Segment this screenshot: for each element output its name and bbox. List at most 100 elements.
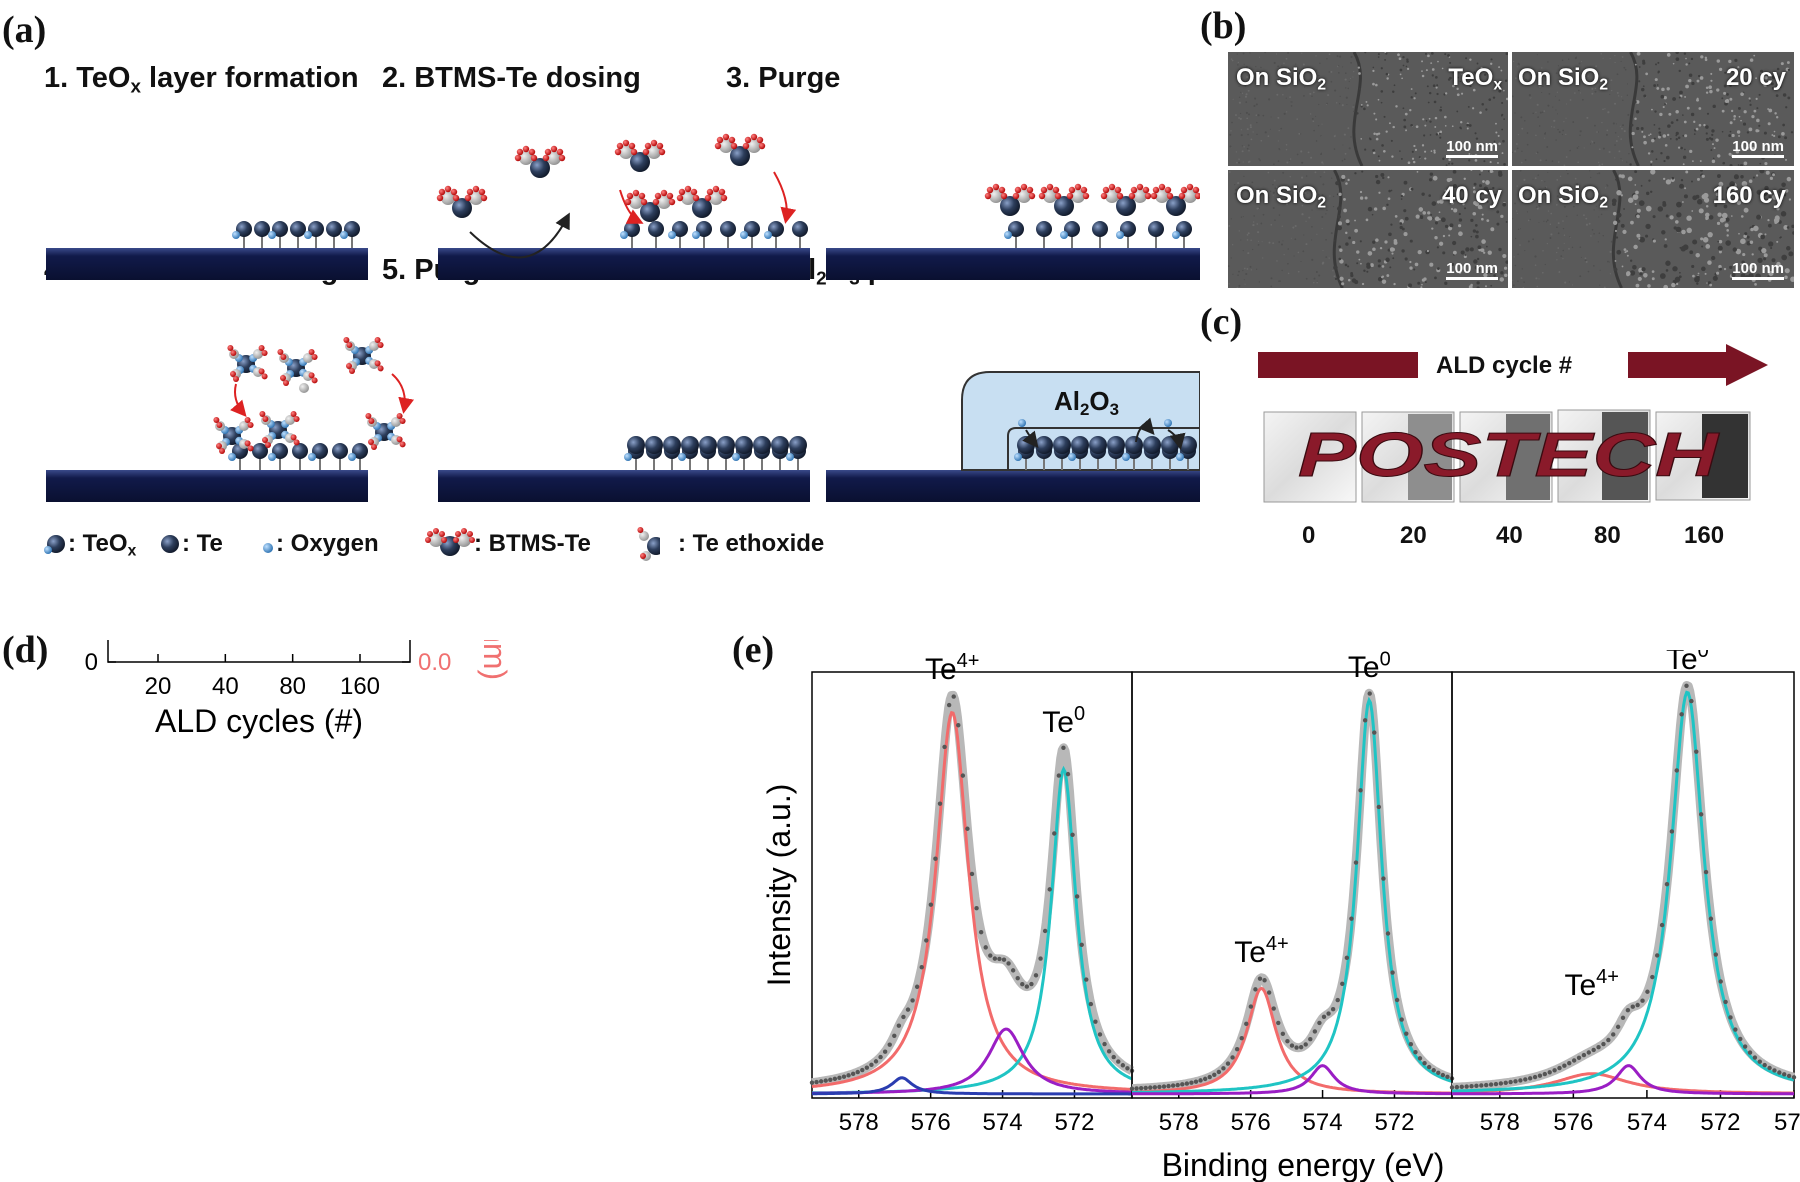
xps-data-point <box>1020 982 1025 987</box>
ethanol-byproduct <box>299 383 309 393</box>
xps-data-point <box>878 1054 883 1060</box>
cycle-label-0: 0 <box>1302 522 1316 549</box>
xps-data-point <box>1006 961 1011 966</box>
xps-data-point <box>814 1079 819 1085</box>
xps-data-point <box>933 856 938 861</box>
te-atom <box>735 436 753 454</box>
xps-data-point <box>1116 1059 1121 1064</box>
xps-data-point <box>1376 804 1382 810</box>
btms-te-molecule <box>1150 183 1200 216</box>
sample-160 <box>1655 411 1751 501</box>
xps-data-point <box>960 773 966 778</box>
xps-frame <box>1451 671 1795 1099</box>
xps-data-point <box>1413 1049 1418 1055</box>
te-atom <box>1107 436 1125 454</box>
xps-component <box>811 710 1132 1091</box>
xps-data-point <box>1111 1054 1116 1060</box>
xps-data-point <box>1294 1045 1299 1050</box>
xps-data-point <box>1056 773 1062 778</box>
xps-data-point <box>1679 712 1684 717</box>
x-tick-label: 80 <box>279 673 306 700</box>
x-tick-label: 576 <box>1231 1109 1271 1136</box>
xps-data-point <box>1615 1024 1621 1030</box>
xps-data-point <box>818 1079 824 1084</box>
xps-data-point <box>1138 1085 1144 1091</box>
reaction-arrow <box>469 212 570 259</box>
xps-data-point <box>1417 1056 1423 1061</box>
substrate-1 <box>46 248 368 280</box>
xps-data-point <box>988 953 993 958</box>
adsorption-arrow <box>391 373 415 414</box>
ethoxide-legend-icon <box>637 527 660 561</box>
substrate-4 <box>46 470 368 502</box>
xps-data-point <box>896 1023 902 1028</box>
te-atom <box>1071 436 1089 454</box>
xps-data-point <box>1212 1072 1217 1077</box>
btms-legend-icon <box>425 528 475 556</box>
scale-bar: 100 nm <box>1446 260 1498 280</box>
te-atom <box>1125 436 1143 454</box>
x-tick-label: 572 <box>1700 1109 1740 1136</box>
xps-data-point <box>1552 1068 1557 1073</box>
btms-te-molecule <box>436 185 488 218</box>
teox-atom <box>668 221 688 248</box>
xps-data-point <box>1518 1078 1523 1083</box>
xps-data-point <box>1024 984 1030 989</box>
xps-data-point <box>1065 771 1071 777</box>
peak-label: Te0 <box>1666 650 1709 676</box>
xps-data-point <box>1390 970 1395 975</box>
xps-data-point <box>1362 718 1368 723</box>
xps-data-point <box>1601 1041 1606 1047</box>
step-3-title: 3. Purge <box>726 62 841 94</box>
xps-data-point <box>1047 887 1052 892</box>
oxygen-legend-icon <box>263 543 273 553</box>
legend-ethoxide: : Te ethoxide <box>678 530 825 557</box>
teox-legend-icon <box>44 535 65 554</box>
y2-tick-label: 0.0 <box>418 649 451 676</box>
xps-data-point <box>1038 956 1043 961</box>
ald-process-schematic <box>46 133 1200 502</box>
scale-bar: 100 nm <box>1732 260 1784 280</box>
xps-data-point <box>1312 1029 1318 1034</box>
xps-data-point <box>1349 916 1354 921</box>
xps-data-point <box>1503 1080 1508 1086</box>
x-tick-label: 570 <box>1774 1109 1800 1136</box>
xps-data-point <box>832 1076 838 1082</box>
xps-data-point <box>823 1078 828 1083</box>
xps-data-point <box>1202 1076 1208 1082</box>
xps-data-point <box>1674 768 1679 773</box>
x-tick-label: 578 <box>839 1109 879 1136</box>
x-axis-label: Binding energy (eV) <box>1162 1147 1445 1182</box>
x-tick-label: 572 <box>1054 1109 1094 1136</box>
btms-te-molecule <box>1038 183 1090 216</box>
xps-data-point <box>841 1074 847 1079</box>
xps-data-point <box>1422 1060 1427 1066</box>
xps-data-point <box>1157 1084 1162 1090</box>
adsorption-arrow <box>230 383 247 418</box>
teox-atom <box>764 221 784 248</box>
xps-data-point <box>1547 1070 1552 1075</box>
teox-atom <box>740 221 760 248</box>
xps-data-point <box>1426 1064 1432 1070</box>
xps-data-point <box>1440 1072 1446 1078</box>
xps-data-point <box>1635 1002 1640 1008</box>
reaction-arrow <box>1022 429 1039 449</box>
xps-data-point <box>942 744 947 750</box>
al2o3-label: Al2O3 <box>1054 386 1120 420</box>
xps-data-point <box>1464 1084 1469 1089</box>
step-2-title: 2. BTMS-Te dosing <box>382 62 641 94</box>
xps-data-point <box>1523 1077 1528 1082</box>
te-atom <box>1089 436 1107 454</box>
sample-20 <box>1361 411 1455 503</box>
xps-component <box>812 1076 1132 1096</box>
xps-data-point <box>1650 974 1655 980</box>
x-tick-label: 576 <box>911 1109 951 1136</box>
xps-component <box>1452 1064 1794 1096</box>
te-legend-icon <box>161 535 179 553</box>
sem-image <box>1228 170 1508 288</box>
xps-data-point <box>1070 832 1075 837</box>
xps-data-point <box>846 1073 851 1078</box>
xps-data-point <box>1372 730 1377 735</box>
te-atom <box>645 436 663 454</box>
